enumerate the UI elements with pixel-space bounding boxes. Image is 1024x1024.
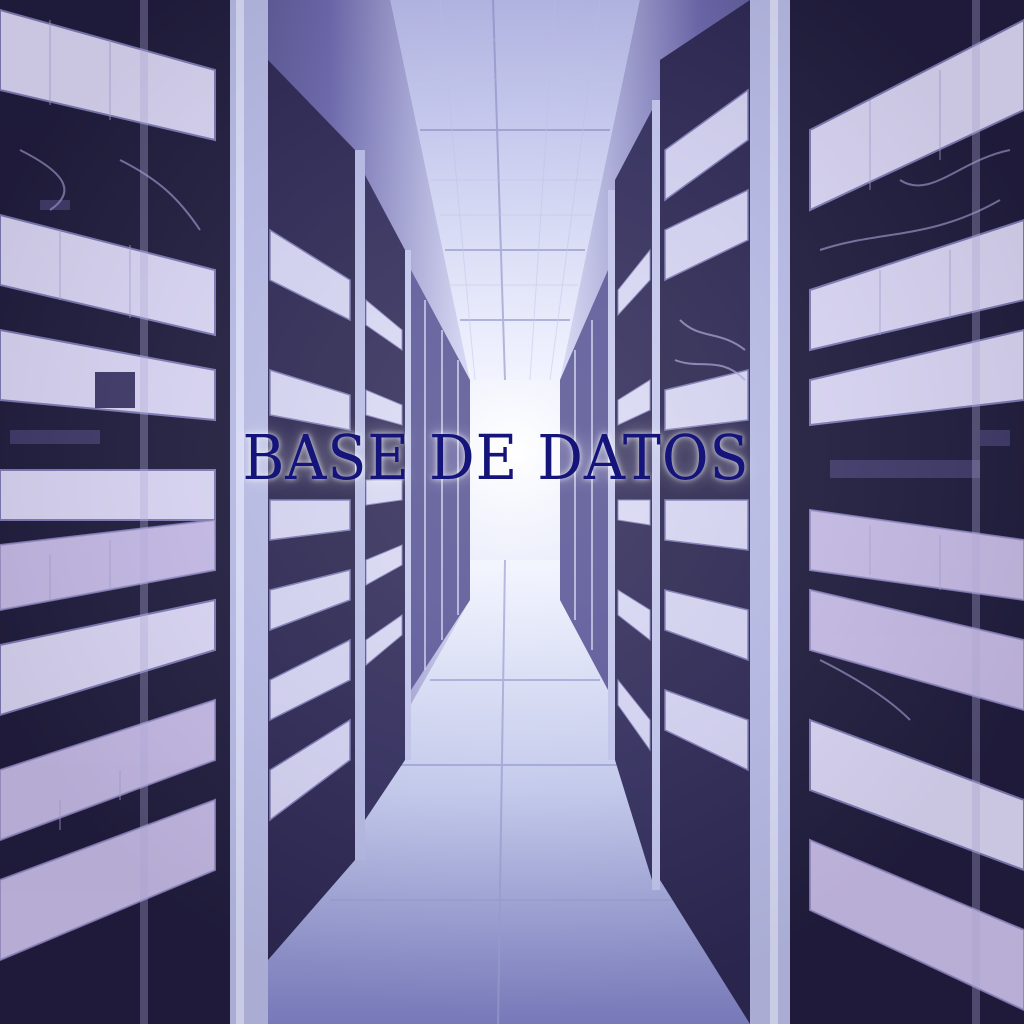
image-title-text: BASE DE DATOS: [242, 421, 750, 494]
